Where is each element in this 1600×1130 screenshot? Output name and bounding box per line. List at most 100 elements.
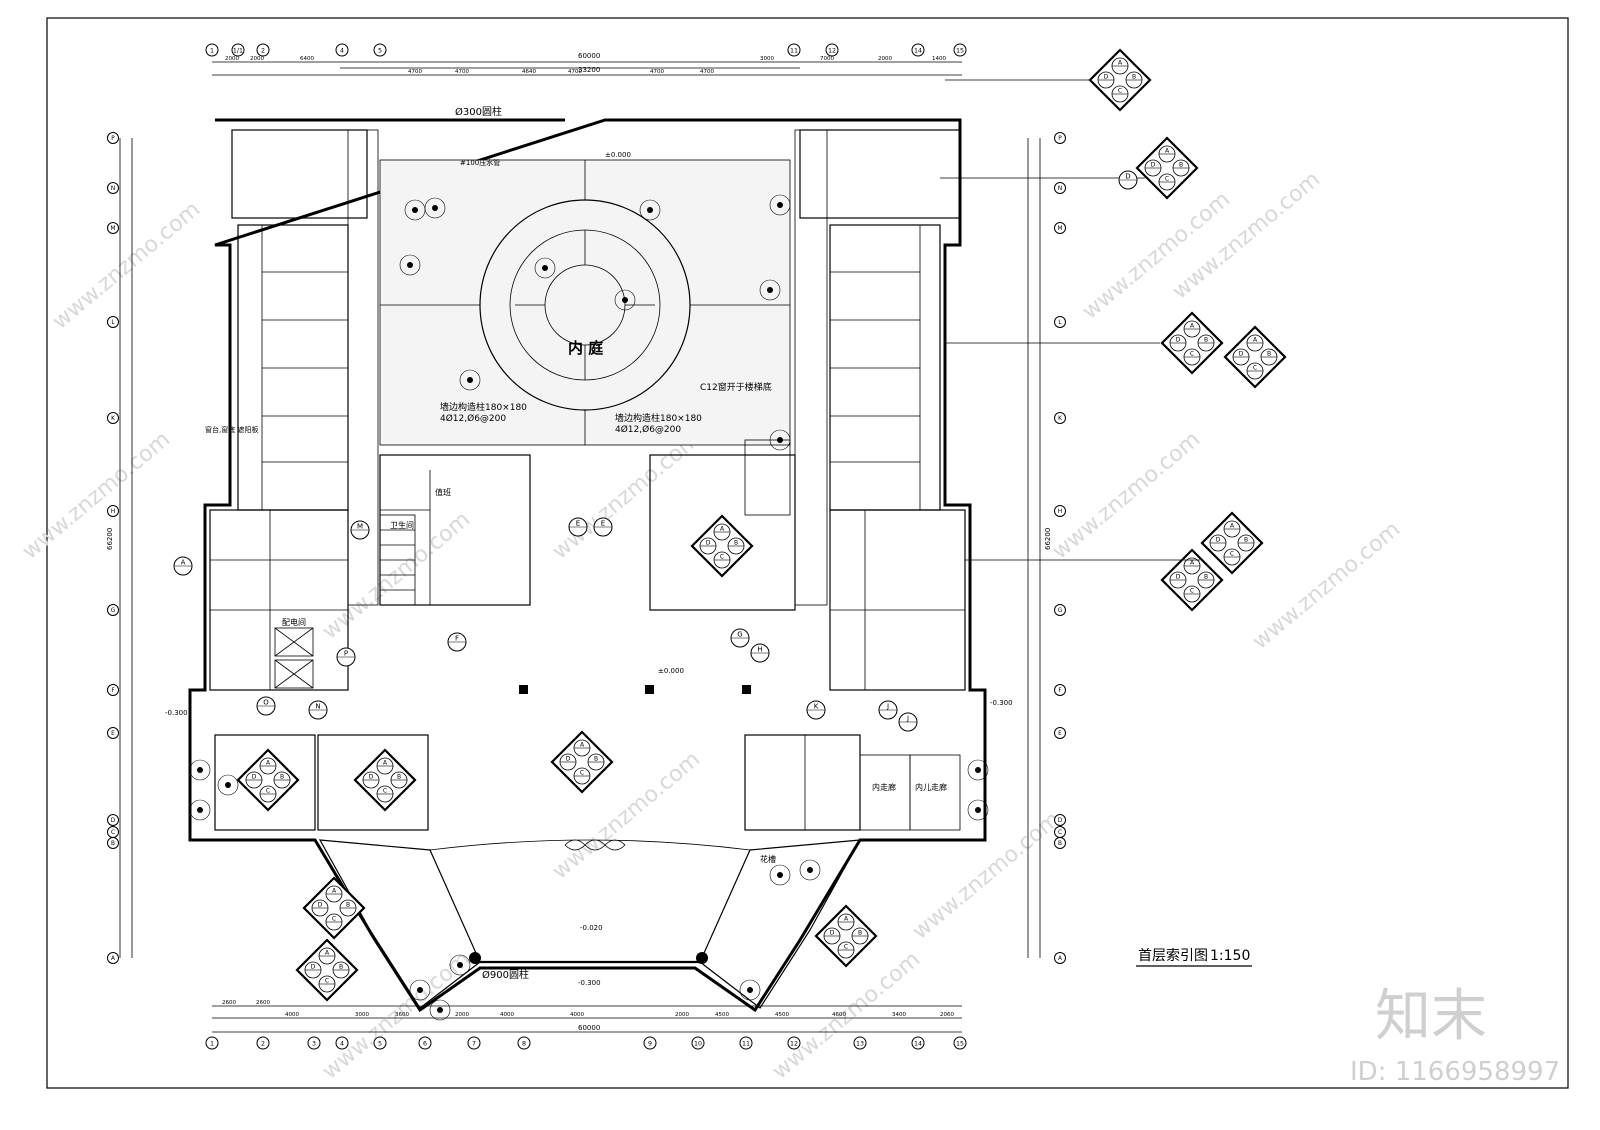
dim-top-7: 4700 [650,69,664,75]
axis-top-7: 14 [911,43,925,57]
axis-left-6-label: G [111,608,115,614]
axis-right-1: N [1054,182,1066,194]
tree-trunk [412,207,418,213]
index-letter: B [397,774,401,781]
tree-trunk [467,377,473,383]
index-letter: C [332,916,336,923]
tree-trunk [975,767,981,773]
axis-top-1: 1/1 [231,43,245,57]
axis-left-12-label: A [111,956,115,962]
index-letter: C [580,770,584,777]
rebar-note-left: 4Ø12,Ø6@200 [440,413,506,424]
index-bubble-letter: E [601,520,605,528]
tree-trunk [197,807,203,813]
index-letter: A [266,760,271,767]
axis-bottom-3: 4 [335,1036,349,1050]
elev-outer: -0.300 [578,979,601,987]
index-letter: B [594,756,598,763]
axis-bottom-12: 13 [853,1036,867,1050]
axis-left-5: H [107,505,119,517]
axis-right-8: E [1054,727,1066,739]
axis-right-4-label: K [1058,416,1062,422]
axis-left-8: E [107,727,119,739]
outer-wall [188,118,987,1013]
axis-left-11-label: B [111,841,115,847]
axis-bottom-0: 1 [205,1036,219,1050]
elev-entry: -0.020 [580,924,603,932]
axis-right-2-label: M [1058,226,1063,232]
structure-note-left: 墙边构造柱180×180 [440,401,527,413]
index-bubble-letter: H [757,646,762,654]
axis-left-3: L [107,316,119,328]
axis-right-5: H [1054,505,1066,517]
axis-bottom-9: 10 [691,1036,705,1050]
axis-bottom-3-label: 4 [340,1040,344,1047]
tree-symbol [217,774,239,796]
index-letter: C [1165,176,1169,183]
axis-top-2-label: 2 [261,47,265,54]
tree-symbol [449,954,471,976]
dim-top-9: 3000 [760,56,774,62]
axis-left-2-label: M [111,226,116,232]
tree-symbol [189,799,211,821]
axis-top-6-label: 12 [828,47,836,54]
tree-symbol [409,979,431,1001]
index-letter: A [1253,337,1258,344]
index-letter: A [580,742,585,749]
dim-top-12: 1400 [932,56,946,62]
inner-passage-label: 内走廊 [872,782,896,792]
overall-height-left: 66200 [106,528,114,550]
index-letter: D [1176,337,1181,344]
dim-bottom-4: 3600 [395,1012,409,1018]
index-bubble-letter: K [814,703,819,711]
index-letter: C [1190,351,1194,358]
index-letter: A [720,526,725,533]
index-letter: B [734,540,738,547]
tree-symbol [769,864,791,886]
index-bubble: D [1118,170,1138,190]
axis-top-3: 4 [335,43,349,57]
axis-top-1-label: 1/1 [233,47,243,54]
dim-top-10: 7000 [820,56,834,62]
dim-bottom-7: 4000 [570,1012,584,1018]
planter-label: 花槽 [760,854,776,864]
axis-left-1-label: N [111,186,115,192]
index-bubble: K [806,700,826,720]
axis-bottom-1: 2 [256,1036,270,1050]
dim-bottom-12: 3400 [892,1012,906,1018]
elev-right: -0.300 [990,699,1013,707]
index-bubble: J [878,700,898,720]
tree-symbol [769,429,791,451]
tree-symbol [399,254,421,276]
tree-trunk [457,962,463,968]
axis-right-6-label: G [1058,608,1062,614]
axis-top-5: 11 [787,43,801,57]
axis-right-2: M [1054,222,1066,234]
index-letter: A [383,760,388,767]
index-letter: B [1244,537,1248,544]
dim-bottom-0: 2600 [222,1000,236,1006]
drawing-title: 首层索引图 1:150 [1136,947,1252,967]
dim-top-6: 4700 [568,69,582,75]
inner-width-top: 33200 [578,66,600,74]
elev-left: -0.300 [165,709,188,717]
axis-right-9-label: D [1058,818,1063,824]
axis-right-3-label: L [1058,320,1062,326]
dim-bottom-2: 4000 [285,1012,299,1018]
axis-bottom-8: 9 [643,1036,657,1050]
tree-symbol [967,759,989,781]
index-letter: A [1190,560,1195,567]
axis-top-8-label: 15 [956,47,964,54]
dim-top-2: 6400 [300,56,314,62]
dim-bottom-8: 2000 [675,1012,689,1018]
tree-trunk [647,207,653,213]
axis-bottom-5: 6 [418,1036,432,1050]
tree-trunk [417,987,423,993]
axis-left-3-label: L [111,320,115,326]
